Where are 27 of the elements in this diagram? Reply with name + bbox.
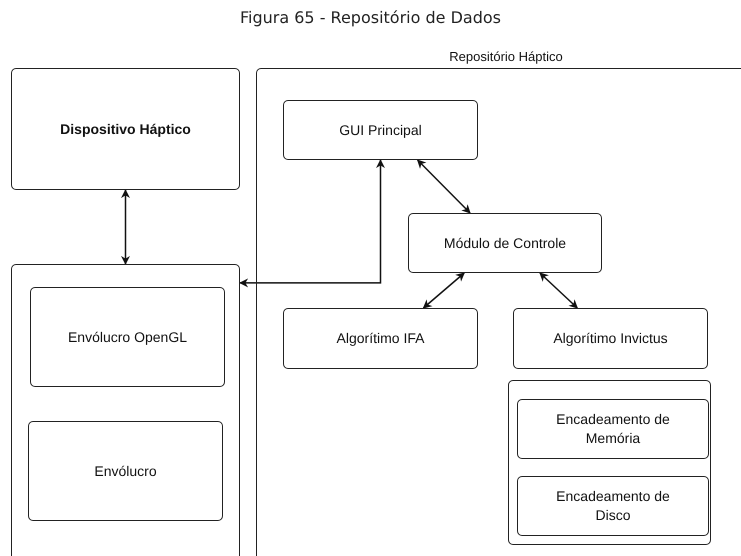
arrow xyxy=(121,189,130,265)
arrow xyxy=(539,272,578,309)
arrow xyxy=(422,272,465,309)
group-heading: Repositório Háptico xyxy=(448,48,564,66)
process-box xyxy=(28,421,223,521)
process-box xyxy=(283,100,478,160)
node-label: Algorítimo IFA xyxy=(336,329,426,348)
node-label: GUI Principal xyxy=(338,120,423,140)
node-label: Envólucro xyxy=(93,462,158,480)
figure-title: Figura 65 - Repositório de Dados xyxy=(239,8,502,27)
process-box xyxy=(517,399,709,459)
node-label: Algorítimo Invictus xyxy=(552,329,669,348)
node-label: Envólucro OpenGL xyxy=(66,328,188,346)
node-label: Módulo de Controle xyxy=(442,234,568,252)
process-box xyxy=(408,213,602,273)
process-box xyxy=(11,68,240,190)
node-label: Encadeamento de Memória xyxy=(555,410,671,448)
process-box xyxy=(30,287,225,387)
container-box xyxy=(11,264,240,556)
node-label: Encadeamento de Disco xyxy=(555,487,671,525)
process-box xyxy=(517,476,709,536)
container-box xyxy=(508,380,711,545)
arrow xyxy=(416,159,471,214)
node-label: Dispositivo Háptico xyxy=(59,120,192,138)
arrow xyxy=(239,159,385,288)
process-box xyxy=(513,308,708,369)
process-box xyxy=(283,308,478,369)
